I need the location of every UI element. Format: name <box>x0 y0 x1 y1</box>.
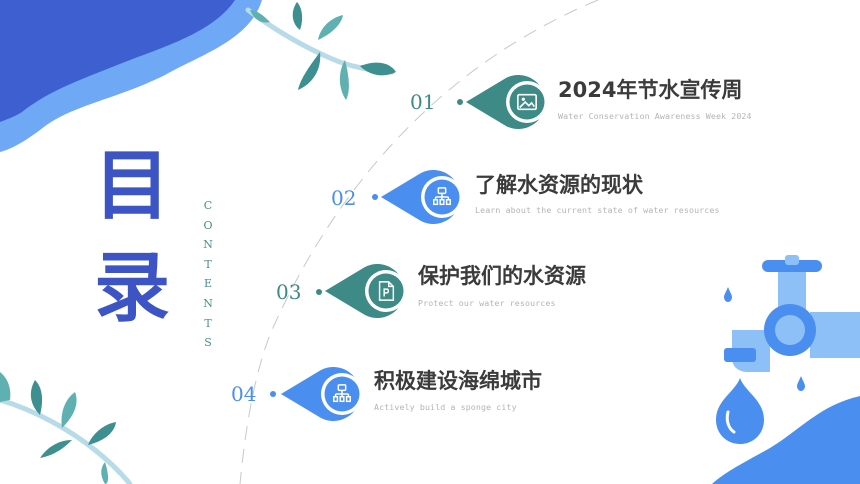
toc-item-title: 积极建设海绵城市 <box>374 369 542 393</box>
faucet-illustration <box>716 255 860 444</box>
toc-item-number: 03 <box>276 280 302 304</box>
toc-item-title: 2024年节水宣传周 <box>558 78 743 102</box>
toc-item-number: 01 <box>410 90 436 114</box>
corner-wave-bottom <box>712 396 860 484</box>
toc-item-dot <box>372 194 378 200</box>
corner-wave-dark <box>0 0 235 122</box>
contents-letter: N <box>203 296 213 310</box>
toc-item-pin <box>466 75 548 129</box>
contents-letter: T <box>204 316 212 330</box>
toc-item-number: 04 <box>231 382 257 406</box>
contents-letter: T <box>204 257 212 271</box>
toc-item-pin <box>381 170 463 224</box>
toc-item-pin <box>281 367 363 421</box>
toc-item-subtitle: Actively build a sponge city <box>374 402 517 412</box>
contents-letter: O <box>203 218 213 232</box>
toc-item-subtitle: Protect our water resources <box>418 298 556 308</box>
contents-letter: E <box>203 277 213 291</box>
toc-item-dot <box>316 289 322 295</box>
contents-letter: N <box>203 238 213 252</box>
contents-letter: S <box>204 336 212 350</box>
toc-item-pin <box>325 264 407 318</box>
toc-item-subtitle: Learn about the current state of water r… <box>475 205 720 215</box>
leaf-branch-top <box>245 2 396 100</box>
toc-item-dot <box>270 391 276 397</box>
toc-item-subtitle: Water Conservation Awareness Week 2024 <box>558 111 752 121</box>
leaf-branch-bottom <box>0 372 133 484</box>
heading-char-1: 目 <box>94 141 170 230</box>
toc-item-title: 了解水资源的现状 <box>475 173 643 197</box>
toc-item-number: 02 <box>331 186 357 210</box>
contents-letter: C <box>203 199 213 212</box>
toc-item-title: 保护我们的水资源 <box>418 264 586 288</box>
heading-char-2: 录 <box>94 243 170 332</box>
dashed-arc <box>239 0 599 484</box>
toc-item-dot <box>457 99 463 105</box>
